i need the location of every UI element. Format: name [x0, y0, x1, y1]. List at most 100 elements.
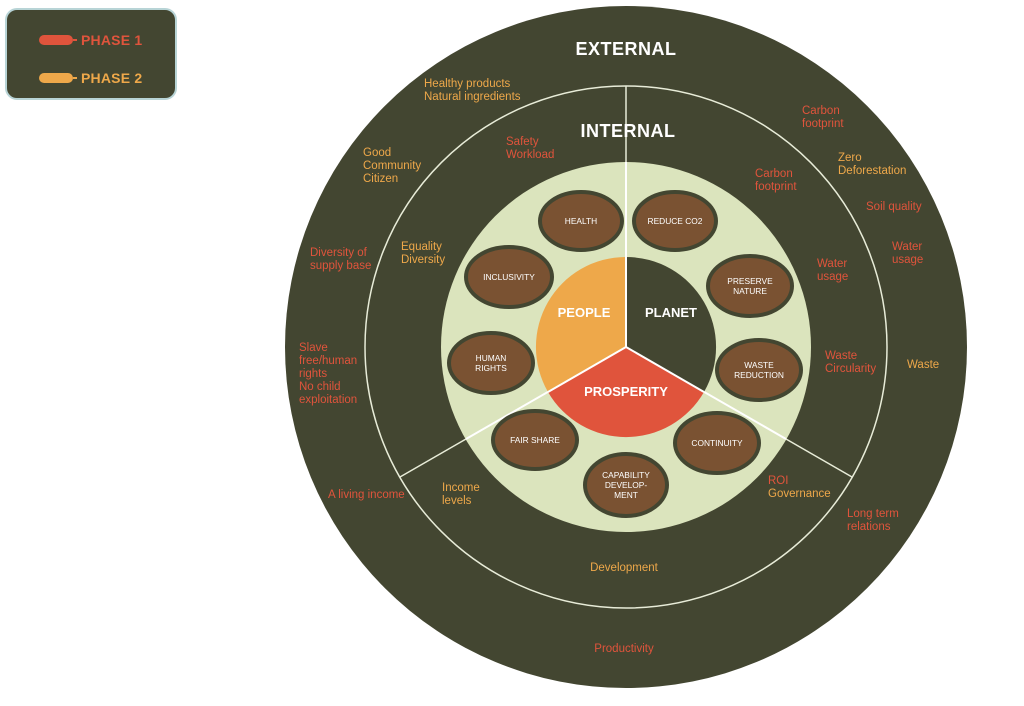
- legend: PHASE 1 PHASE 2: [5, 8, 177, 100]
- core-divider-left: [547, 346, 627, 393]
- pill-label: FAIR SHARE: [510, 435, 560, 445]
- label-line: Natural ingredients: [424, 91, 521, 103]
- label-line: Soil quality: [866, 201, 922, 213]
- pill-fair-share: FAIR SHARE: [491, 409, 579, 471]
- label-line: footprint: [755, 181, 797, 193]
- phase-2-swatch: [39, 73, 77, 83]
- label-line: Workload: [506, 149, 554, 161]
- pill-shape: [464, 245, 554, 309]
- label-line: Deforestation: [838, 165, 906, 177]
- pill-label: RIGHTS: [475, 363, 507, 373]
- pill-reduce-co2: REDUCE CO2: [632, 190, 718, 252]
- pill-label: HUMAN: [476, 353, 507, 363]
- label-line: Income: [442, 482, 480, 494]
- label-line: Safety: [506, 136, 539, 148]
- label-line: supply base: [310, 260, 371, 272]
- legend-phase-2-label: PHASE 2: [81, 70, 143, 86]
- label-line: Community: [363, 160, 421, 172]
- pill-shape: [632, 190, 718, 252]
- label-line: Carbon: [802, 105, 840, 117]
- pill-shape: [673, 411, 761, 475]
- label-line: Diversity of: [310, 247, 368, 259]
- internal-heading: INTERNAL: [581, 121, 676, 141]
- pill-continuity: CONTINUITY: [673, 411, 761, 475]
- label-line: Equality: [401, 241, 442, 253]
- label-soil-quality: Soil quality: [866, 201, 922, 213]
- label-line: Water: [817, 258, 847, 270]
- label-line: Carbon: [755, 168, 793, 180]
- planet-label: PLANET: [645, 305, 697, 320]
- label-line: Waste: [825, 350, 857, 362]
- label-line: Slave: [299, 342, 328, 354]
- phase-1-swatch: [39, 35, 77, 45]
- label-line: usage: [892, 254, 923, 266]
- label-line: free/human: [299, 355, 357, 367]
- label-line: Water: [892, 241, 922, 253]
- prosperity-label: PROSPERITY: [584, 384, 668, 399]
- divider-left: [399, 438, 467, 478]
- label-line: No child: [299, 381, 341, 393]
- label-productivity: Productivity: [594, 643, 654, 655]
- label-line: A living income: [328, 489, 405, 501]
- label-line: Waste: [907, 359, 939, 371]
- divider-right: [785, 438, 853, 478]
- pill-label: CONTINUITY: [691, 438, 743, 448]
- label-line: Long term: [847, 508, 899, 520]
- label-line: Productivity: [594, 643, 654, 655]
- label-development: Development: [590, 562, 659, 574]
- people-label: PEOPLE: [558, 305, 611, 320]
- label-line: Healthy products: [424, 78, 511, 90]
- external-heading: EXTERNAL: [575, 39, 676, 59]
- pill-label: WASTE: [744, 360, 774, 370]
- label-line: relations: [847, 521, 891, 533]
- pill-label: MENT: [614, 490, 638, 500]
- pill-label: INCLUSIVITY: [483, 272, 535, 282]
- label-line: Development: [590, 562, 659, 574]
- label-line: Good: [363, 147, 391, 159]
- pill-label: DEVELOP-: [605, 480, 648, 490]
- pill-label: REDUCE CO2: [648, 216, 703, 226]
- core-divider-right: [625, 346, 705, 393]
- label-waste-ext: Waste: [907, 359, 939, 371]
- pill-shape: [583, 452, 669, 518]
- label-line: Citizen: [363, 173, 398, 185]
- pill-label: HEALTH: [565, 216, 597, 226]
- label-line: footprint: [802, 118, 844, 130]
- pill-shape: [715, 338, 803, 402]
- label-line: exploitation: [299, 394, 357, 406]
- pill-label: PRESERVE: [727, 276, 773, 286]
- label-living-income: A living income: [328, 489, 405, 501]
- pill-health: HEALTH: [538, 190, 624, 252]
- pill-shape: [447, 331, 535, 395]
- label-line: levels: [442, 495, 472, 507]
- pill-shape: [538, 190, 624, 252]
- label-line: usage: [817, 271, 848, 283]
- label-line: Diversity: [401, 254, 445, 266]
- pill-shape: [706, 254, 794, 318]
- label-line: ROI: [768, 475, 788, 487]
- planet-sector: [626, 257, 717, 392]
- legend-phase-2: PHASE 2: [39, 70, 142, 86]
- pill-label: NATURE: [733, 286, 767, 296]
- pill-shape: [491, 409, 579, 471]
- legend-phase-1: PHASE 1: [39, 32, 142, 48]
